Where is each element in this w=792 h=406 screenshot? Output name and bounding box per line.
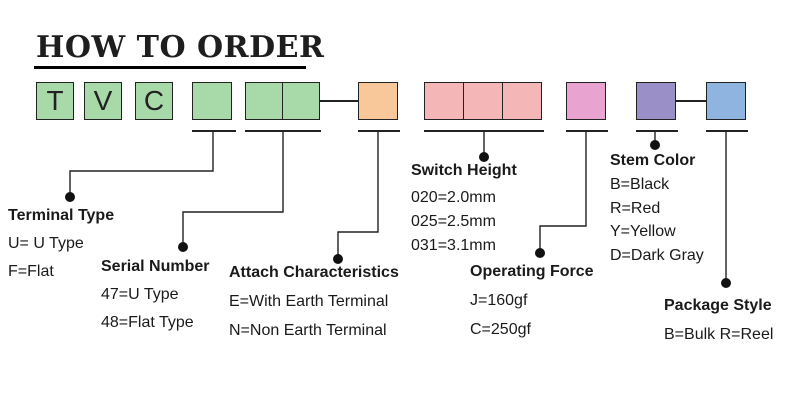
bracket-operating-force	[566, 130, 608, 132]
dot-switch-height	[479, 152, 489, 162]
leader-serial	[182, 131, 284, 243]
dash-connector-2	[676, 100, 706, 102]
package-style-option: B=Bulk R=Reel	[664, 326, 774, 343]
package-style-box	[706, 82, 746, 120]
attach-option-e: E=With Earth Terminal	[229, 293, 389, 310]
code-letter-v: V	[93, 85, 113, 116]
page-title: HOW TO ORDER	[36, 30, 325, 65]
title-underline	[34, 66, 306, 69]
switch-height-option-031: 031=3.1mm	[411, 237, 496, 254]
switch-height-option-025: 025=2.5mm	[411, 213, 496, 230]
stem-color-option-y: Y=Yellow	[610, 223, 676, 240]
switch-height-option-020: 020=2.0mm	[411, 189, 496, 206]
dot-package-style	[721, 278, 731, 288]
dot-terminal	[65, 192, 75, 202]
dot-attach	[333, 254, 343, 264]
terminal-type-option-u: U= U Type	[8, 235, 84, 252]
operating-force-option-c: C=250gf	[470, 321, 531, 338]
switch-height-box-1	[424, 82, 464, 120]
code-letter-t: T	[46, 85, 64, 116]
operating-force-box	[566, 82, 606, 120]
attach-title: Attach Characteristics	[229, 264, 399, 281]
code-letter-c: C	[143, 85, 165, 116]
serial-number-option-47: 47=U Type	[101, 286, 179, 303]
serial-number-option-48: 48=Flat Type	[101, 314, 194, 331]
switch-height-title: Switch Height	[411, 162, 517, 179]
terminal-type-box	[192, 82, 232, 120]
bracket-terminal	[192, 130, 236, 132]
attach-option-n: N=Non Earth Terminal	[229, 322, 387, 339]
switch-height-box-3	[502, 82, 542, 120]
dot-operating-force	[535, 248, 545, 258]
bracket-stem-color	[636, 130, 678, 132]
code-box-v: V	[84, 82, 122, 120]
bracket-attach	[358, 130, 400, 132]
attach-box	[358, 82, 398, 120]
bracket-serial	[245, 130, 321, 132]
leader-operating-force	[539, 131, 587, 250]
serial-number-title: Serial Number	[101, 258, 210, 275]
terminal-type-title: Terminal Type	[8, 207, 115, 224]
serial-number-box-2	[282, 82, 320, 120]
operating-force-title: Operating Force	[470, 263, 594, 280]
serial-number-box-1	[245, 82, 283, 120]
leader-attach	[337, 131, 379, 256]
stem-color-option-b: B=Black	[610, 176, 670, 193]
operating-force-option-j: J=160gf	[470, 292, 528, 309]
terminal-type-option-f: F=Flat	[8, 263, 54, 280]
stem-color-option-d: D=Dark Gray	[610, 247, 704, 264]
stem-color-option-r: R=Red	[610, 200, 661, 217]
stem-color-box	[636, 82, 676, 120]
bracket-switch-height	[424, 130, 544, 132]
package-style-title: Package Style	[664, 297, 772, 314]
bracket-package-style	[706, 130, 748, 132]
dot-serial	[178, 242, 188, 252]
stem-color-title: Stem Color	[610, 152, 696, 169]
code-box-t: T	[36, 82, 74, 120]
leader-terminal	[69, 131, 214, 193]
dash-connector-1	[320, 100, 358, 102]
dot-stem-color	[650, 140, 660, 150]
code-box-c: C	[135, 82, 173, 120]
